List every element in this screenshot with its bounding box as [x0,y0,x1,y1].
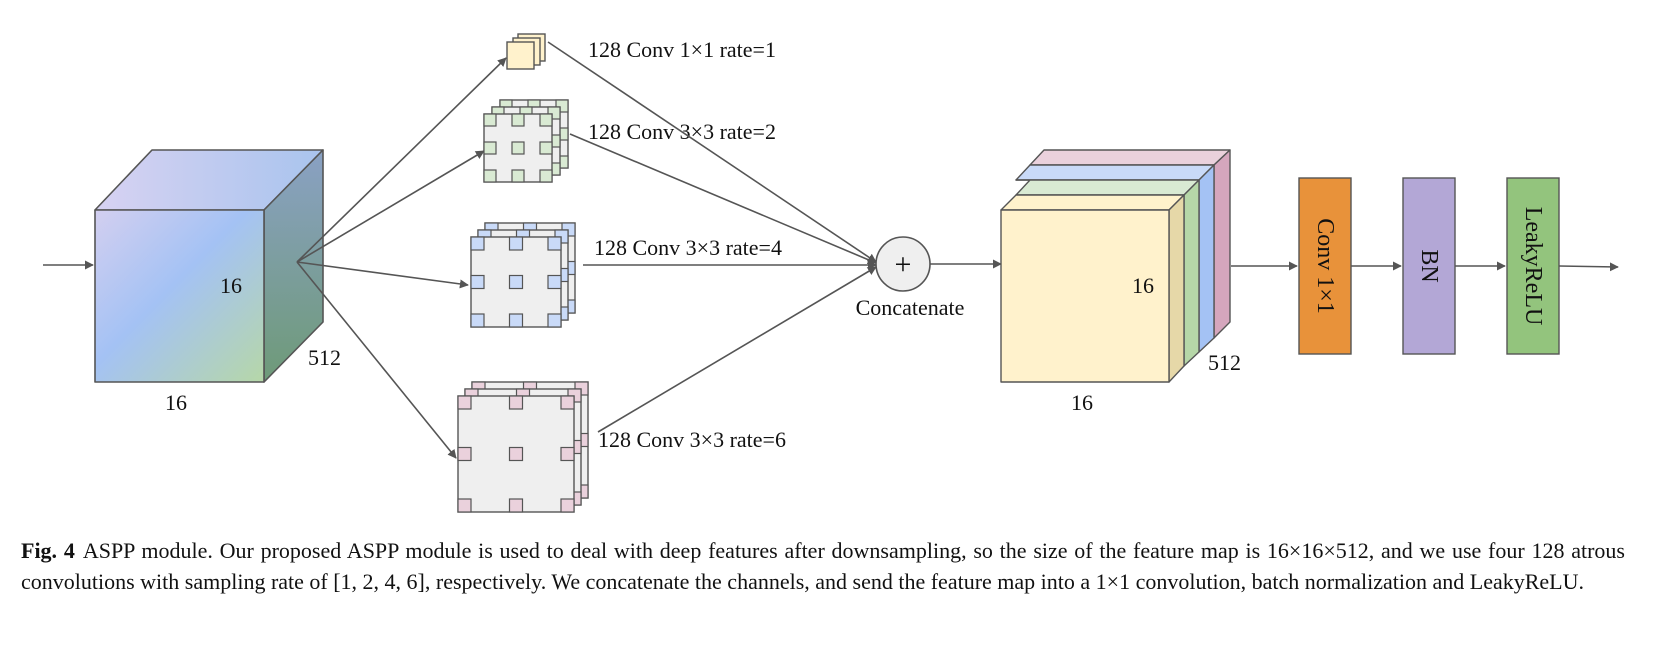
layer-leakyrelu: LeakyReLU [1506,177,1560,355]
output-slice-4-top [1029,149,1231,166]
output-slice-4-side [1213,149,1231,339]
concatenate-label: Concatenate [856,295,965,320]
layer-conv1x1: Conv 1×1 [1298,177,1352,355]
input-height-label: 16 [220,273,242,298]
branch-1-kernel [506,33,546,70]
layer-arrows [1231,261,1619,272]
kernel-dot [483,113,497,127]
kernel-dot [470,274,485,290]
output-cube-front [1000,209,1170,383]
kernel-dot [483,141,497,155]
kernel-dot [547,236,562,251]
output-feature-map [1000,149,1231,383]
branch-1-label: 128 Conv 1×1 rate=1 [588,37,776,62]
kernel-dot [457,395,472,410]
layer-bn-box [1402,177,1456,355]
layer-conv1x1-label: Conv 1×1 [1312,218,1338,314]
output-slice-2-side [1183,179,1200,367]
output-depth-label: 512 [1208,350,1241,375]
kernel-dot [508,446,524,462]
kernel-dot [547,274,562,290]
output-slice-2-top [1015,179,1200,196]
branch-3-kernel [470,222,576,328]
kernel-dot [457,498,472,513]
kernel-dot [539,113,553,127]
layer-leakyrelu-box [1506,177,1560,355]
layer-conv1x1-box [1298,177,1352,355]
kernel-dot [508,498,524,513]
kernel-dot [483,169,497,183]
figure-label: Fig. 4 [21,538,75,563]
kernel-dot [511,113,525,127]
branch-2-kernel [483,99,569,183]
input-feature-map [94,149,324,383]
input-width-label: 16 [165,390,187,415]
kernel-dot [539,141,553,155]
kernel-dot [457,446,472,462]
output-slice-3-top [1015,164,1215,181]
input-depth-label: 512 [308,345,341,370]
layer-bn-label: BN [1416,249,1442,282]
kernel-dot [508,274,524,290]
kernel-dot [508,395,524,410]
branch-3-label: 128 Conv 3×3 rate=4 [594,235,782,260]
kernel-dot [511,141,525,155]
kernel-dot [560,446,575,462]
input-cube-front [94,209,265,383]
converge-arrows [547,41,877,433]
output-cube-side [1168,194,1185,383]
kernel-dot [470,313,485,328]
output-width-label: 16 [1071,390,1093,415]
kernel-dot [560,395,575,410]
branch-4-kernel [457,381,589,513]
output-cube-top [1000,194,1185,211]
kernel-dot [539,169,553,183]
branch-4-label: 128 Conv 3×3 rate=6 [598,427,786,452]
caption-text: ASPP module. Our proposed ASPP module is… [21,538,1625,594]
output-slice-3-side [1198,164,1215,353]
kernel-dot [547,313,562,328]
aspp-diagram: 16 16 512 128 Conv 1×1 rate=1 128 Conv 3… [43,33,1619,513]
layer-leakyrelu-label: LeakyReLU [1520,207,1546,326]
kernel-dot [511,169,525,183]
plus-icon: + [895,248,912,281]
kernel-dot [508,313,524,328]
layer-bn: BN [1402,177,1456,355]
kernel-dot [470,236,485,251]
kernel-dot [508,236,524,251]
kernel-dot [560,498,575,513]
fanout-arrows [296,57,507,459]
output-height-label: 16 [1132,273,1154,298]
